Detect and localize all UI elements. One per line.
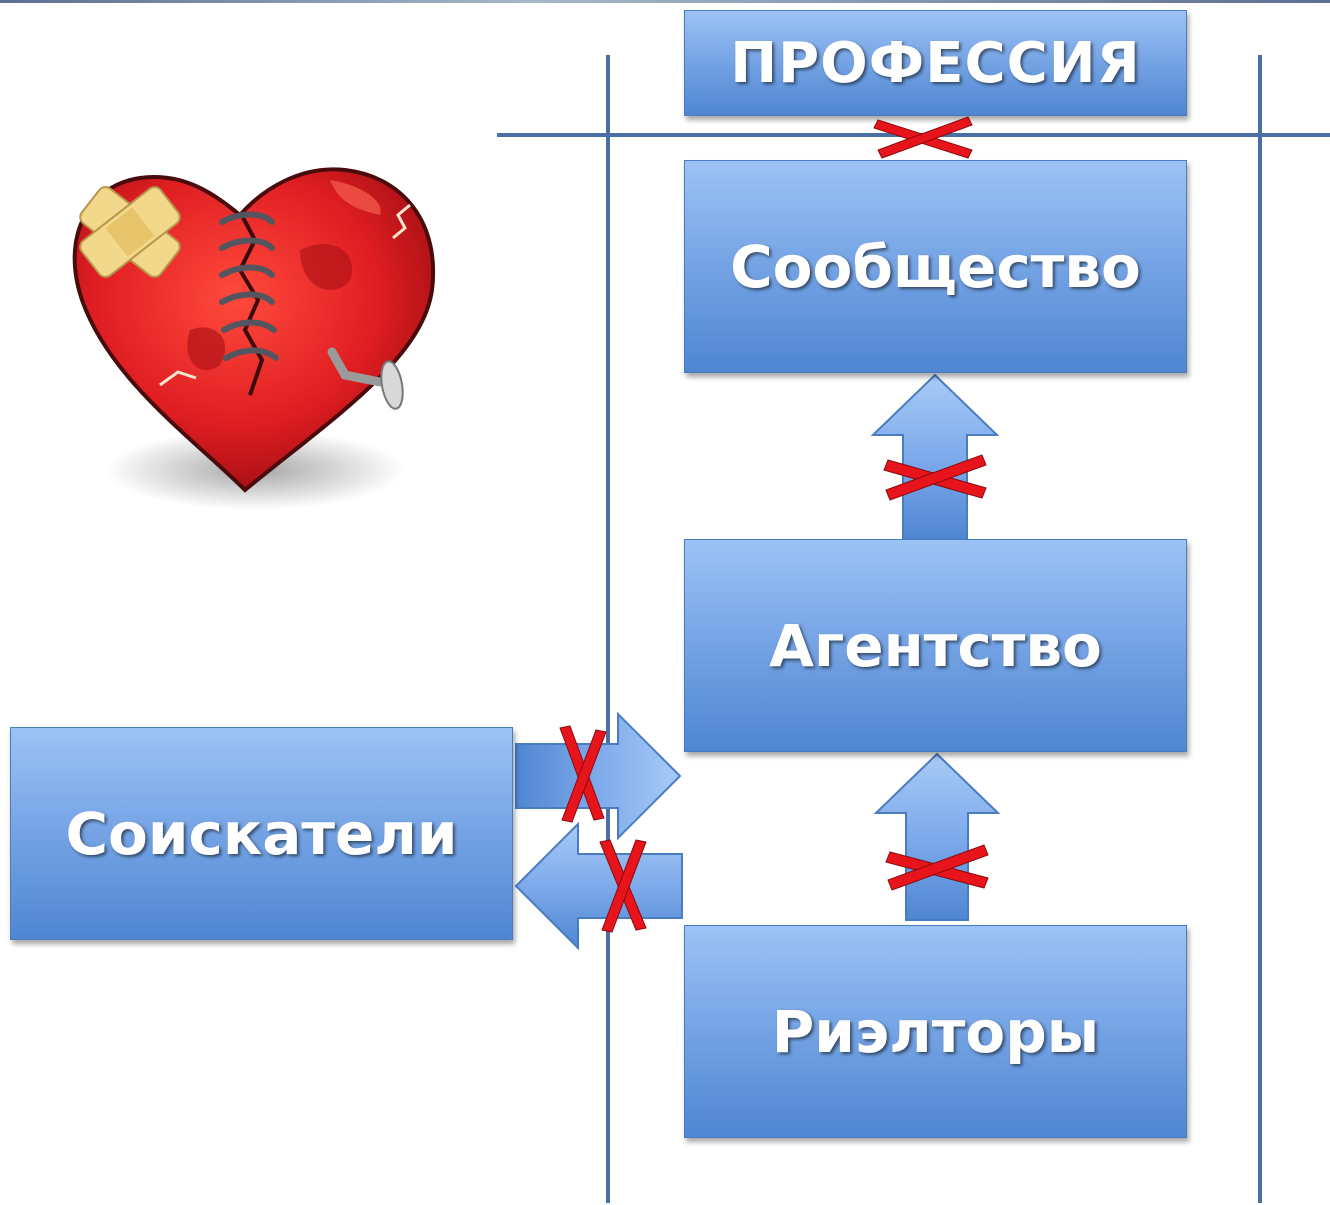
broken-heart-icon xyxy=(72,167,436,510)
agency-label: Агентство xyxy=(769,611,1102,680)
top-strip xyxy=(0,0,1330,3)
seekers-box: Соискатели xyxy=(10,727,513,940)
community-label: Сообщество xyxy=(730,232,1141,301)
cross-mark-realtors-seekers xyxy=(599,839,647,933)
realtors-box: Риэлторы xyxy=(684,925,1187,1138)
arrow-seekers-to-agency xyxy=(515,711,682,841)
realtors-label: Риэлторы xyxy=(771,997,1100,1066)
cross-mark-profession xyxy=(873,116,973,159)
cross-mark-agency-community xyxy=(883,454,987,501)
cross-mark-seekers-agency xyxy=(559,725,607,823)
profession-box: ПРОФЕССИЯ xyxy=(684,10,1187,116)
agency-box: Агентство xyxy=(684,539,1187,752)
profession-label: ПРОФЕССИЯ xyxy=(730,30,1141,96)
cross-mark-realtors-agency xyxy=(885,844,989,891)
community-box: Сообщество xyxy=(684,160,1187,373)
seekers-label: Соискатели xyxy=(65,799,458,868)
